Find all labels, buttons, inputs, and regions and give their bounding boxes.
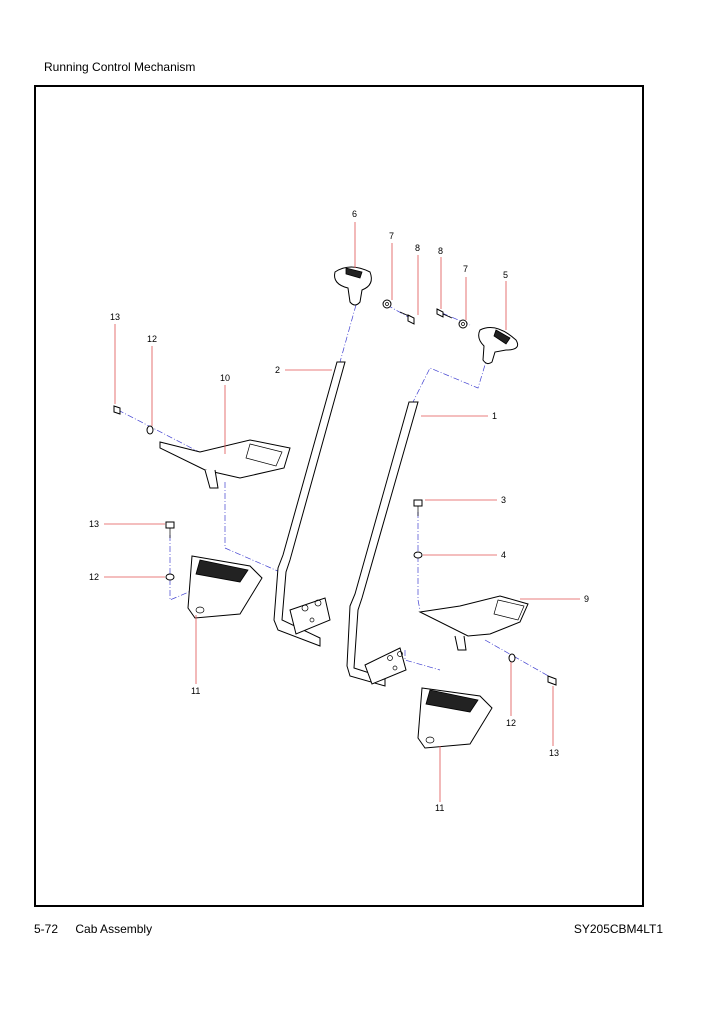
callout-11: 11 bbox=[435, 803, 444, 813]
bracket-11-right bbox=[417, 687, 493, 749]
bracket-11-left bbox=[187, 555, 263, 619]
callout-7: 7 bbox=[389, 231, 394, 241]
page-number: 5-72 bbox=[34, 922, 59, 936]
callouts: 6 7 8 8 7 5 13 12 10 2 1 3 13 4 12 9 11 … bbox=[89, 209, 589, 813]
callout-8: 8 bbox=[438, 246, 443, 256]
callout-12: 12 bbox=[147, 334, 157, 344]
callout-7: 7 bbox=[463, 264, 468, 274]
callout-8: 8 bbox=[415, 243, 420, 253]
callout-12: 12 bbox=[89, 572, 99, 582]
callout-6: 6 bbox=[352, 209, 357, 219]
callout-12: 12 bbox=[506, 718, 516, 728]
lever-rod-2 bbox=[273, 361, 346, 647]
callout-10: 10 bbox=[220, 373, 230, 383]
callout-1: 1 bbox=[492, 411, 497, 421]
callout-11: 11 bbox=[191, 686, 200, 696]
callout-13: 13 bbox=[89, 519, 99, 529]
callout-4: 4 bbox=[501, 550, 506, 560]
callout-9: 9 bbox=[584, 594, 589, 604]
lever-rod-1 bbox=[346, 401, 419, 687]
callout-13: 13 bbox=[549, 748, 559, 758]
page-title: Running Control Mechanism bbox=[44, 60, 196, 74]
knob-5 bbox=[478, 327, 519, 365]
callout-5: 5 bbox=[503, 270, 508, 280]
callout-2: 2 bbox=[275, 365, 280, 375]
knob-6 bbox=[334, 266, 372, 306]
hardware-small bbox=[113, 405, 557, 686]
diagram-frame bbox=[34, 85, 644, 907]
callout-13: 13 bbox=[110, 312, 120, 322]
leader-lines bbox=[104, 222, 580, 802]
pedal-10 bbox=[159, 439, 291, 489]
washers-bolts-top bbox=[382, 299, 468, 329]
footer-left: 5-72 Cab Assembly bbox=[34, 922, 166, 936]
model-code: SY205CBM4LT1 bbox=[573, 922, 663, 936]
callout-3: 3 bbox=[501, 495, 506, 505]
pedal-9 bbox=[418, 595, 529, 651]
section-name: Cab Assembly bbox=[75, 922, 153, 936]
